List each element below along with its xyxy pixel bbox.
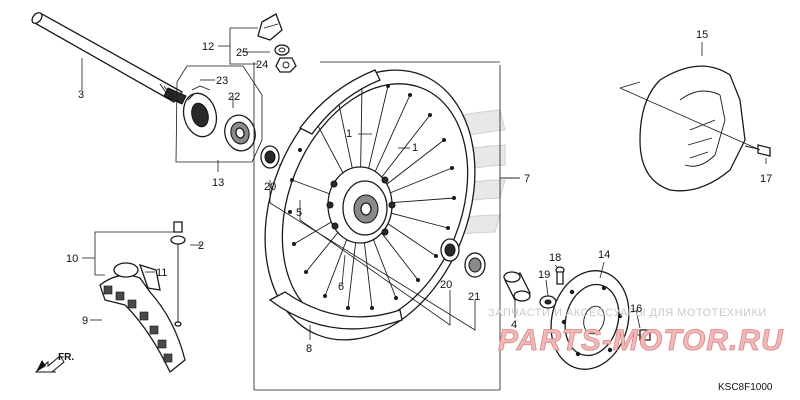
callout-9[interactable]: 9 (82, 315, 88, 327)
watermark: ЗАПЧАСТИ И АКСЕССУАРЫ ДЛЯ МОТОТЕХНИКИ PA… (488, 307, 784, 357)
wheel-hub (326, 166, 396, 244)
callout-2[interactable]: 2 (198, 240, 204, 252)
callout-23[interactable]: 23 (216, 75, 228, 87)
callout-1a[interactable]: 1 (346, 128, 352, 140)
brake-disc (550, 270, 630, 370)
side-collar-4 (503, 271, 531, 302)
callout-13[interactable]: 13 (212, 177, 224, 189)
bearing-20-right (440, 238, 460, 262)
bolt-18 (555, 266, 565, 285)
collar-assembly (257, 13, 297, 73)
callout-14[interactable]: 14 (598, 249, 610, 261)
callout-12[interactable]: 12 (202, 41, 214, 53)
watermark-brand: PARTS-MOTOR.RU (498, 324, 784, 357)
callout-11[interactable]: 11 (156, 267, 167, 279)
callout-10[interactable]: 10 (66, 253, 78, 265)
front-axle (31, 12, 187, 105)
callout-7[interactable]: 7 (524, 173, 530, 185)
rim-band-lower (268, 291, 403, 330)
callout-6[interactable]: 6 (338, 281, 344, 293)
tire-assembly (99, 221, 186, 374)
callout-21[interactable]: 21 (468, 291, 480, 303)
callout-20b[interactable]: 20 (440, 279, 452, 291)
callout-17[interactable]: 17 (760, 173, 772, 185)
dust-seal-21 (464, 252, 486, 278)
callout-labels: 1 1 2 3 4 5 6 7 8 9 10 11 12 13 14 15 16… (66, 29, 772, 355)
bearing-group-13 (175, 65, 263, 163)
callout-19[interactable]: 19 (538, 269, 550, 281)
watermark-tagline: ЗАПЧАСТИ И АКСЕССУАРЫ ДЛЯ МОТОТЕХНИКИ (488, 307, 767, 319)
callout-22[interactable]: 22 (228, 91, 240, 103)
callout-4[interactable]: 4 (511, 319, 517, 331)
leader-lines (81, 27, 767, 391)
callout-8[interactable]: 8 (306, 343, 312, 355)
direction-label: FR. (58, 352, 74, 363)
callout-18[interactable]: 18 (549, 252, 561, 264)
callout-25[interactable]: 25 (236, 47, 248, 59)
callout-1b[interactable]: 1 (412, 142, 418, 154)
diagram-code: KSC8F1000 (718, 382, 773, 393)
callout-24[interactable]: 24 (256, 59, 268, 71)
callout-15[interactable]: 15 (696, 29, 708, 41)
callout-3[interactable]: 3 (78, 89, 84, 101)
front-direction-indicator: FR. (34, 352, 74, 373)
disc-bolt-16 (630, 329, 651, 341)
callout-20a[interactable]: 20 (264, 181, 276, 193)
bearing-20-left (260, 145, 280, 169)
callout-5[interactable]: 5 (296, 207, 302, 219)
callout-16[interactable]: 16 (630, 303, 642, 315)
disc-cover (639, 65, 746, 192)
cover-bolt-17 (744, 144, 771, 157)
rim-band-upper (299, 69, 381, 135)
